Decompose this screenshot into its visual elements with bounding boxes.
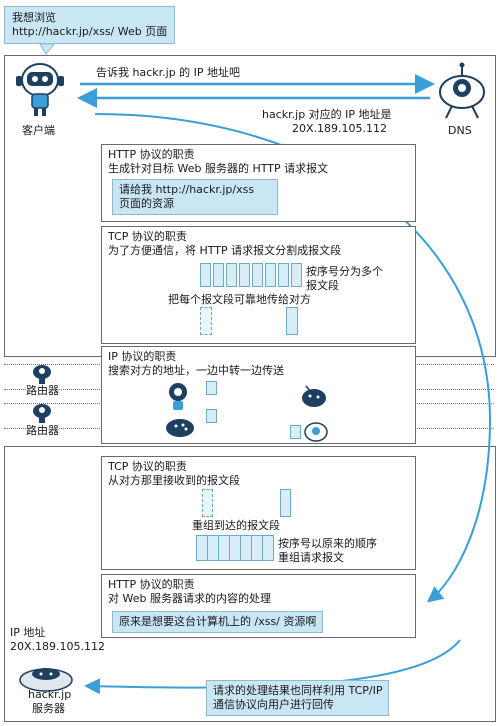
tcp-split-line1: 按序号分为多个	[306, 265, 383, 278]
http-send-title: HTTP 协议的职责	[108, 148, 195, 161]
segment-block	[213, 263, 224, 287]
segment-dest	[286, 307, 298, 335]
http-recv-title: HTTP 协议的职责	[108, 578, 195, 591]
server-ip-value: 20X.189.105.112	[10, 640, 106, 653]
router-label-1: 路由器	[26, 384, 59, 398]
ip-packet	[290, 425, 301, 439]
segment-block	[200, 263, 211, 287]
request-curve	[94, 113, 492, 603]
http-send-box: HTTP 协议的职责 生成针对目标 Web 服务器的 HTTP 请求报文 请给我…	[101, 144, 416, 222]
http-recv-box: HTTP 协议的职责 对 Web 服务器请求的内容的处理 原来是想要这台计算机上…	[101, 574, 416, 638]
segment-source	[200, 307, 212, 335]
http-send-note-line2: 页面的资源	[119, 197, 174, 210]
result-note: 请求的处理结果也同样利用 TCP/IP 通信协议向用户进行回传	[206, 680, 390, 716]
reply-line2: 20X.189.105.112	[292, 122, 388, 135]
browse-bubble: 我想浏览 http://hackr.jp/xss/ Web 页面	[4, 6, 176, 44]
browse-bubble-line1: 我想浏览	[12, 11, 56, 24]
tcp-split-line2: 报文段	[306, 279, 339, 292]
ip-desc: 搜索对方的地址，一边中转一边传送	[108, 364, 284, 377]
tcp-order-line2: 重组请求报文	[278, 551, 344, 564]
http-recv-desc: 对 Web 服务器请求的内容的处理	[108, 592, 271, 605]
tcp-reassemble-text: 重组到达的报文段	[192, 519, 280, 532]
tcp-send-box: TCP 协议的职责 为了方便通信，将 HTTP 请求报文分割成报文段 按序号分为…	[101, 226, 416, 344]
segment-block	[226, 263, 237, 287]
segment-block	[239, 263, 250, 287]
ip-packet	[206, 409, 217, 423]
ip-packet	[206, 381, 217, 395]
router-label-2: 路由器	[26, 424, 59, 438]
client-label: 客户端	[22, 124, 55, 137]
server-role: 服务器	[32, 702, 65, 715]
tcp-recv-title: TCP 协议的职责	[108, 460, 187, 473]
tcp-deliver-text: 把每个报文段可靠地传给对方	[168, 293, 311, 306]
recv-segment-source	[202, 489, 213, 517]
reassembled-block	[262, 535, 274, 561]
result-line1: 请求的处理结果也同样利用 TCP/IP	[213, 684, 383, 697]
tcp-send-desc: 为了方便通信，将 HTTP 请求报文分割成报文段	[108, 244, 342, 257]
dns-label: DNS	[448, 124, 472, 137]
http-send-desc: 生成针对目标 Web 服务器的 HTTP 请求报文	[108, 162, 329, 175]
tcp-recv-desc: 从对方那里接收到的报文段	[108, 474, 240, 487]
recv-segment-dest	[280, 489, 291, 517]
segment-block	[252, 263, 263, 287]
server-name: hackr.jp	[28, 688, 72, 701]
query-text: 告诉我 hackr.jp 的 IP 地址吧	[96, 66, 241, 79]
segment-block	[265, 263, 276, 287]
result-line2: 通信协议向用户进行回传	[213, 698, 334, 711]
tcp-send-title: TCP 协议的职责	[108, 230, 187, 243]
tcp-order-line1: 按序号以原来的顺序	[278, 537, 377, 550]
http-send-note-line1: 请给我 http://hackr.jp/xss	[119, 183, 255, 196]
browse-bubble-line2: http://hackr.jp/xss/ Web 页面	[12, 25, 168, 38]
server-ip-label: IP 地址	[10, 626, 46, 639]
reply-line1: hackr.jp 对应的 IP 地址是	[262, 108, 392, 121]
http-recv-note: 原来是想要这台计算机上的 /xss/ 资源啊	[112, 611, 324, 633]
ip-box: IP 协议的职责 搜索对方的地址，一边中转一边传送	[101, 346, 416, 444]
ip-title: IP 协议的职责	[108, 350, 177, 363]
segment-block	[291, 263, 302, 287]
http-send-note: 请给我 http://hackr.jp/xss 页面的资源	[112, 179, 278, 215]
tcp-recv-box: TCP 协议的职责 从对方那里接收到的报文段 重组到达的报文段 按序号以原来的顺…	[101, 456, 416, 570]
segment-block	[278, 263, 289, 287]
